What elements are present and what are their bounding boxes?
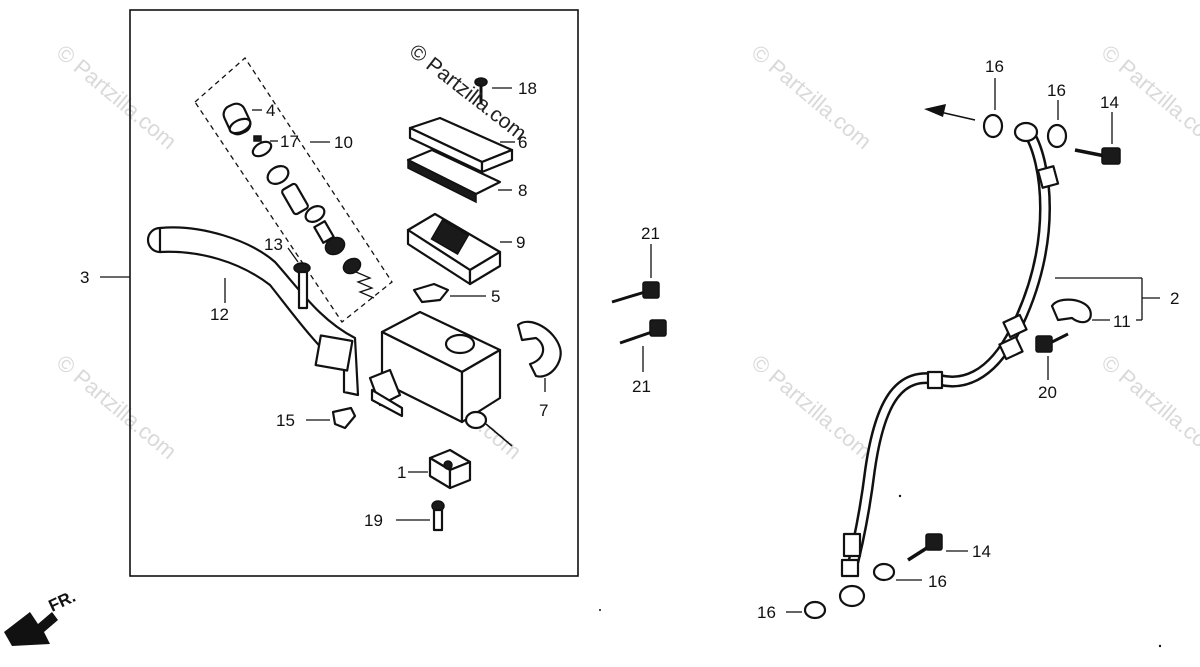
part-circlip: [251, 135, 273, 158]
part-holder-bolt-lower: [619, 319, 667, 345]
part-brake-hose: [838, 121, 1060, 608]
front-marker-label: FR.: [46, 587, 79, 616]
part-diaphragm-plate: [406, 148, 502, 204]
callout-labels: 1 2 3 4 5 6 7 8 9 10 11 12 13 14 14 15 1…: [80, 57, 1179, 622]
scan-dot-3: [599, 609, 601, 611]
callout-6: 6: [518, 133, 527, 152]
callout-13-leader: [287, 247, 299, 263]
part-pivot-bolt: [293, 262, 311, 310]
part-stop-switch: [428, 448, 472, 490]
callout-21b: 21: [632, 377, 651, 396]
part-boot: [222, 102, 252, 136]
callout-10: 10: [334, 133, 353, 152]
callout-20: 20: [1038, 383, 1057, 402]
part-pivot-cap: [331, 406, 357, 430]
master-cylinder-group-frame: [129, 9, 579, 577]
callout-15: 15: [276, 411, 295, 430]
scan-dot-1: [898, 494, 902, 498]
part-washer-top-left: [982, 113, 1004, 139]
callout-2: 2: [1170, 289, 1179, 308]
part-washer-bottom-right: [872, 562, 896, 582]
part-piston-assembly: [266, 165, 375, 299]
callout-19: 19: [364, 511, 383, 530]
watermark-faint-4: © Partzilla.com: [52, 350, 182, 464]
callout-14b: 14: [972, 542, 991, 561]
part-switch-screw: [431, 500, 445, 532]
front-direction-icon: [4, 612, 58, 646]
piston-kit-dashed-frame: [194, 57, 393, 323]
part-pivot-nut: [412, 282, 450, 304]
callout-9: 9: [516, 233, 525, 252]
watermark-faint-6: © Partzilla.com: [747, 350, 877, 464]
callout-11: 11: [1113, 312, 1131, 331]
callout-7: 7: [539, 401, 548, 420]
watermark-faint-2: © Partzilla.com: [747, 40, 877, 154]
callout-17: 17: [280, 132, 299, 151]
callout-14a: 14: [1100, 93, 1119, 112]
part-washer-top-right: [1046, 123, 1068, 149]
callout-12: 12: [210, 305, 229, 324]
part-oil-bolt-lower: [907, 533, 943, 562]
callout-16b: 16: [1047, 81, 1066, 100]
callout-18: 18: [518, 79, 537, 98]
part-master-cylinder-body: [368, 310, 513, 447]
callout-1: 1: [397, 463, 406, 482]
part-brake-lever: [146, 226, 360, 397]
part-clamp-bolt: [1035, 332, 1069, 353]
part-holder-bolt-upper: [611, 281, 660, 304]
callout-3: 3: [80, 268, 89, 287]
hose-direction-arrow-icon: [924, 104, 976, 121]
part-reservoir-cap: [408, 116, 514, 174]
part-oil-bolt-upper: [1074, 147, 1121, 165]
callout-13: 13: [264, 235, 283, 254]
callout-21a: 21: [641, 224, 660, 243]
callout-4: 4: [266, 101, 275, 120]
part-diaphragm: [406, 212, 502, 286]
callout-2-bracket: [1055, 277, 1160, 321]
part-washer-bottom-left: [803, 600, 827, 620]
callout-8: 8: [518, 181, 527, 200]
scan-dot-2: [1158, 644, 1162, 648]
callout-5: 5: [491, 287, 500, 306]
part-cap-screw: [474, 77, 488, 104]
part-hose-clamp: [1050, 298, 1092, 324]
callout-16a: 16: [985, 57, 1004, 76]
callout-16c: 16: [928, 572, 947, 591]
watermark-faint-7: © Partzilla.com: [1097, 350, 1200, 464]
callout-16d: 16: [757, 603, 776, 622]
part-master-cylinder-holder: [516, 320, 562, 378]
watermark-faint-1: © Partzilla.com: [52, 40, 182, 154]
